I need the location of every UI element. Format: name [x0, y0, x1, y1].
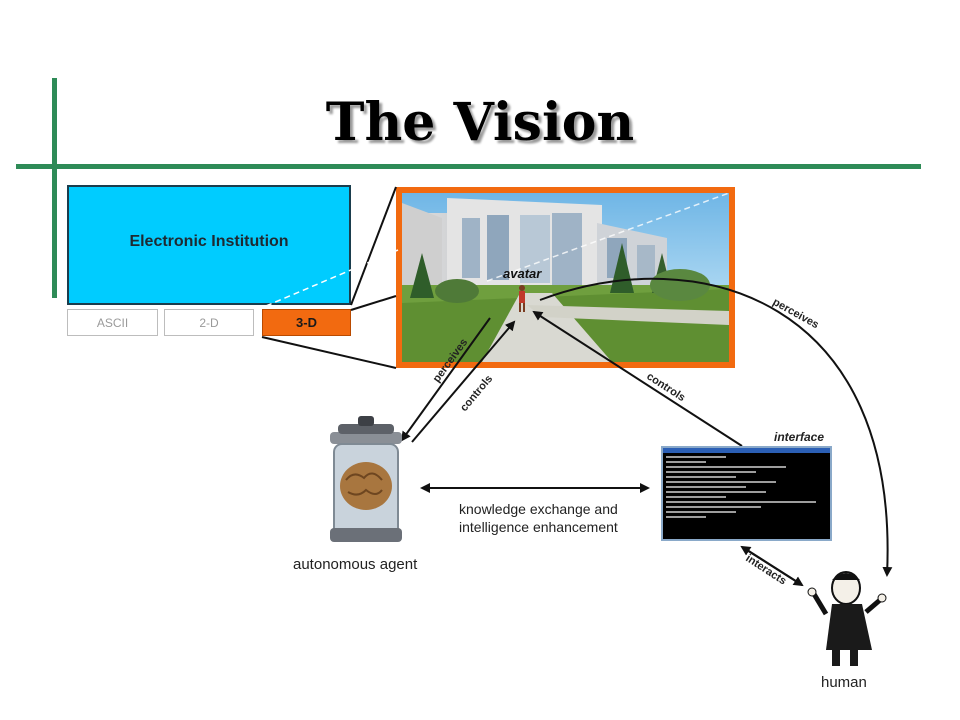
dashed-perspective-line [265, 249, 399, 307]
decorative-horizontal-line [16, 164, 921, 169]
shouting-human-icon [807, 571, 887, 666]
human-label: human [821, 674, 867, 691]
avatar-figure-icon [519, 285, 525, 312]
label-agent-perceives: perceives [431, 337, 471, 385]
interface-label: interface [774, 430, 825, 444]
mode-3d: 3-D [262, 309, 351, 336]
arrow-interacts-up [740, 545, 803, 586]
electronic-institution-label: Electronic Institution [129, 233, 289, 250]
zoom-line-bottom [261, 336, 397, 369]
zoom-line-mid [350, 295, 397, 311]
autonomous-agent-label: autonomous agent [293, 556, 418, 573]
decorative-vertical-line [52, 78, 57, 298]
label-human-perceives: perceives [771, 296, 821, 331]
label-human-interacts: interacts [743, 552, 788, 587]
zoom-line-top [350, 186, 397, 306]
arrow-human-perceives [539, 277, 893, 577]
electronic-institution-box: Electronic Institution [67, 185, 351, 305]
knowledge-exchange-label: knowledge exchange and intelligence enha… [459, 500, 618, 536]
mode-ascii: ASCII [67, 309, 158, 336]
knowledge-exchange-line-1: knowledge exchange and [459, 501, 618, 517]
virtual-world-view [396, 187, 735, 368]
terminal-window-icon [661, 446, 832, 541]
brain-jar-icon [330, 416, 402, 542]
arrow-interface-controls [532, 310, 743, 447]
virtual-world-scene [402, 193, 729, 362]
knowledge-exchange-line-2: intelligence enhancement [459, 519, 618, 535]
arrow-agent-perceives [400, 317, 491, 442]
terminal-title-bar [663, 448, 830, 453]
label-agent-controls: controls [458, 373, 495, 414]
avatar-label: avatar [503, 266, 542, 281]
slide-title: The Vision [325, 92, 635, 153]
arrow-agent-controls [411, 320, 516, 443]
mode-2d: 2-D [164, 309, 254, 336]
